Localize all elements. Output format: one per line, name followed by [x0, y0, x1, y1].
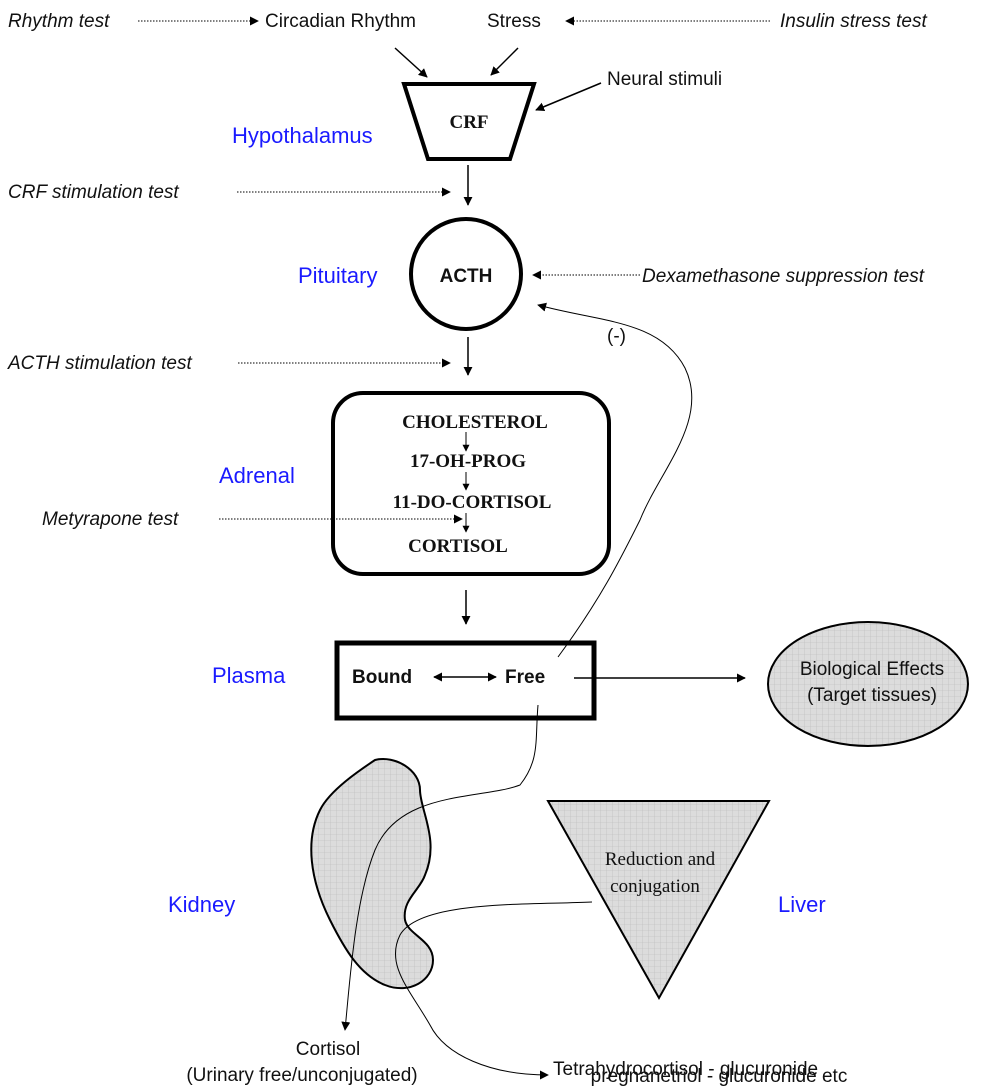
biological-effects-line1: Biological Effects — [800, 659, 944, 680]
negative-feedback-curve — [537, 302, 693, 658]
circadian-rhythm-label: Circadian Rhythm — [265, 11, 416, 32]
urinary-cortisol-line2: (Urinary free/unconjugated) — [186, 1065, 417, 1086]
liver-label: Liver — [778, 892, 826, 917]
bound-label: Bound — [352, 667, 412, 688]
cholesterol-label: CHOLESTEROL — [402, 412, 548, 433]
acth-stimulation-test-label: ACTH stimulation test — [7, 353, 192, 374]
pituitary-label: Pituitary — [298, 263, 377, 288]
liver-to-metabolites-curve — [395, 901, 593, 1080]
kidney-shape — [310, 758, 435, 990]
urinary-cortisol-line1: Cortisol — [296, 1039, 360, 1060]
adrenal-label: Adrenal — [219, 463, 295, 488]
insulin-stress-test-label: Insulin stress test — [780, 11, 927, 32]
free-label: Free — [505, 667, 545, 688]
liver-line1: Reduction and — [605, 849, 716, 870]
crf-label: CRF — [449, 112, 488, 133]
neural-stimuli-arrow — [535, 82, 602, 112]
rhythm-test-label: Rhythm test — [8, 11, 110, 32]
pituitary-circle — [409, 217, 523, 331]
adrenal-box — [331, 391, 611, 576]
stress-arrow — [490, 47, 519, 76]
negative-feedback-label: (-) — [607, 326, 626, 347]
biological-effects-ellipse — [767, 621, 969, 747]
hypothalamus-label: Hypothalamus — [232, 123, 373, 148]
circadian-arrow — [394, 47, 428, 78]
plasma-label: Plasma — [212, 663, 286, 688]
kidney-label: Kidney — [168, 892, 235, 917]
acth-label: ACTH — [440, 266, 493, 287]
stress-label: Stress — [487, 11, 541, 32]
17-oh-prog-label: 17-OH-PROG — [410, 451, 526, 472]
dexamethasone-test-label: Dexamethasone suppression test — [642, 266, 925, 287]
metabolites-line2: pregnanetriol - glucuronide etc — [591, 1066, 848, 1087]
hypothalamus-trapezoid — [401, 82, 537, 161]
crf-stimulation-test-label: CRF stimulation test — [8, 182, 179, 203]
liver-line2: conjugation — [610, 876, 700, 897]
liver-triangle — [546, 800, 771, 1001]
biological-effects-line2: (Target tissues) — [807, 685, 937, 706]
cortisol-adrenal-label: CORTISOL — [408, 536, 508, 557]
neural-stimuli-label: Neural stimuli — [607, 69, 722, 90]
11-do-cortisol-label: 11-DO-CORTISOL — [393, 492, 552, 513]
metabolites-line1: Tetrahydrocortisol - glucuronide — [553, 1059, 818, 1080]
metyrapone-test-label: Metyrapone test — [42, 509, 179, 530]
free-to-urine-curve — [341, 704, 539, 1031]
